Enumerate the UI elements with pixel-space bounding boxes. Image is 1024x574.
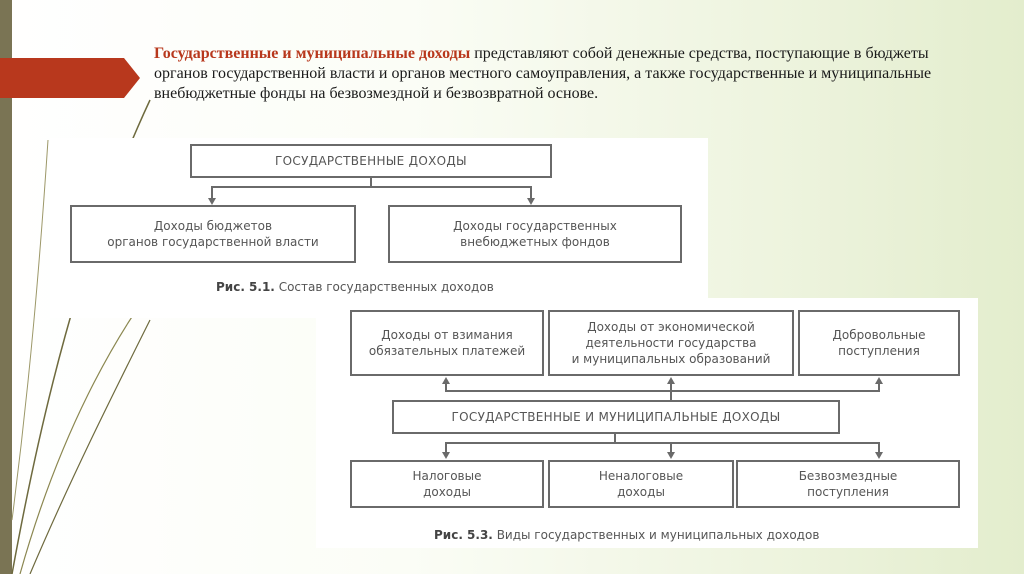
connector-line bbox=[878, 442, 880, 452]
economic-activity-box: Доходы от экономической деятельности гос… bbox=[548, 310, 794, 376]
arrow-down-icon bbox=[527, 198, 535, 205]
figure-5-1-caption: Рис. 5.1. Состав государственных доходов bbox=[216, 280, 494, 294]
intro-term: Государственные и муниципальные доходы bbox=[154, 45, 470, 62]
caption-label: Рис. 5.1. bbox=[216, 280, 275, 294]
connector-line bbox=[530, 186, 532, 198]
tax-revenues-box: Налоговые доходы bbox=[350, 460, 544, 508]
connector-line bbox=[211, 186, 213, 198]
caption-text: Виды государственных и муниципальных дох… bbox=[493, 528, 820, 542]
intro-paragraph: Государственные и муниципальные доходы п… bbox=[154, 44, 984, 104]
budget-revenues-box: Доходы бюджетов органов государственной … bbox=[70, 205, 356, 263]
offbudget-funds-box: Доходы государственных внебюджетных фонд… bbox=[388, 205, 682, 263]
figure-5-3: Доходы от взимания обязательных платежей… bbox=[316, 298, 978, 548]
connector-line bbox=[445, 442, 880, 444]
arrow-up-icon bbox=[875, 377, 883, 384]
gratuitous-receipts-box: Безвозмездные поступления bbox=[736, 460, 960, 508]
connector-line bbox=[445, 390, 880, 392]
figure-5-3-caption: Рис. 5.3. Виды государственных и муницип… bbox=[434, 528, 819, 542]
caption-label: Рис. 5.3. bbox=[434, 528, 493, 542]
connector-line bbox=[445, 442, 447, 452]
arrow-down-icon bbox=[875, 452, 883, 459]
arrow-down-icon bbox=[667, 452, 675, 459]
figure-5-1: ГОСУДАРСТВЕННЫЕ ДОХОДЫ Доходы бюджетов о… bbox=[50, 138, 708, 318]
state-revenues-box: ГОСУДАРСТВЕННЫЕ ДОХОДЫ bbox=[190, 144, 552, 178]
arrow-down-icon bbox=[442, 452, 450, 459]
mandatory-payments-box: Доходы от взимания обязательных платежей bbox=[350, 310, 544, 376]
state-municipal-revenues-box: ГОСУДАРСТВЕННЫЕ И МУНИЦИПАЛЬНЫЕ ДОХОДЫ bbox=[392, 400, 840, 434]
arrow-up-icon bbox=[667, 377, 675, 384]
connector-line bbox=[670, 442, 672, 452]
connector-line bbox=[670, 390, 672, 400]
arrow-up-icon bbox=[442, 377, 450, 384]
arrow-down-icon bbox=[208, 198, 216, 205]
caption-text: Состав государственных доходов bbox=[275, 280, 494, 294]
accent-flag bbox=[0, 58, 140, 98]
connector-line bbox=[211, 186, 532, 188]
voluntary-receipts-box: Добровольные поступления bbox=[798, 310, 960, 376]
nontax-revenues-box: Неналоговые доходы bbox=[548, 460, 734, 508]
